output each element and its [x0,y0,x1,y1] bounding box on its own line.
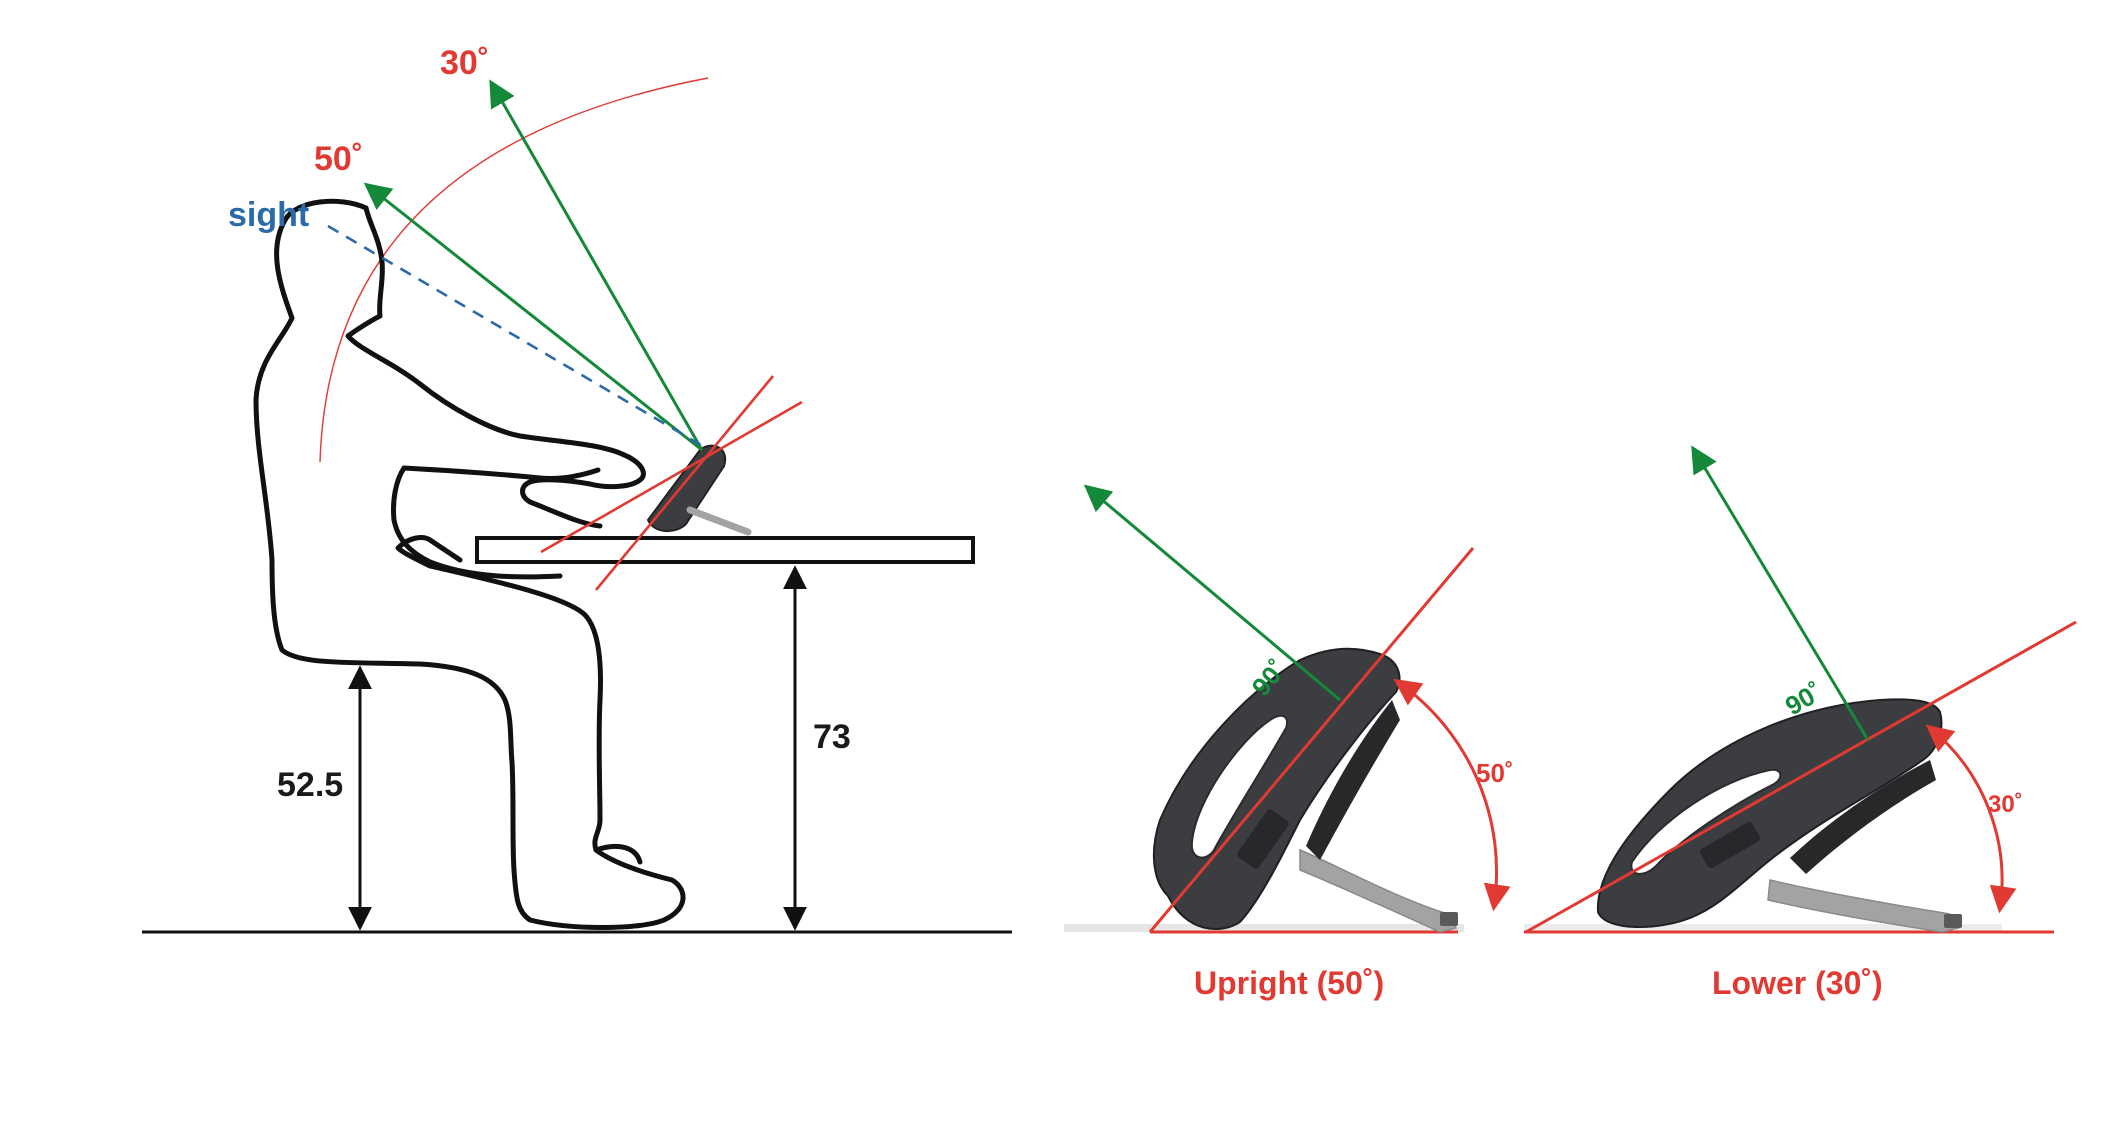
person-forearm [391,465,563,580]
lower-handset-slot [1630,768,1782,875]
seated-person-scene: 30˚ 50˚ sight 73 52.5 [142,44,1012,934]
normal-arrow-50 [363,182,703,452]
sight-line [327,224,707,450]
upright-ground-shadow [1064,924,1464,932]
upright-phone-body [1152,647,1401,930]
normal-arrow-30 [489,79,704,451]
desk-height-label: 73 [813,718,851,756]
upright-angle-arc [1393,678,1511,912]
lower-angle-arc [1925,724,2017,914]
lower-phone-stand [1767,879,1960,933]
upright-phone-stand [1299,848,1458,933]
lower-tilt-line [1525,620,2077,934]
angle-50-label: 50˚ [314,140,363,178]
person-head-back [345,205,646,529]
upright-caption: Upright (50˚) [1194,965,1384,1001]
viewing-arc [319,77,709,463]
phone-plane-30 [540,400,803,554]
upright-tilt-line [1148,547,1475,933]
lower-normal-arrow [1691,445,1870,741]
upright-side-panel [1306,700,1400,860]
upright-phone-scene: 90˚ 50˚ Upright (50˚) [1064,484,1514,1001]
sight-label: sight [228,196,309,234]
angle-30-label: 30˚ [440,44,489,82]
phone-plane-50 [594,375,775,591]
desk-phone-small [646,444,752,536]
upright-normal-arrow [1083,484,1341,702]
person-silhouette [253,198,686,930]
desk-top [475,536,975,564]
lower-ground-shadow [1524,924,2002,932]
seat-height-label: 52.5 [277,766,343,804]
person-upper-arm [401,465,601,481]
lower-side-panel [1790,760,1936,874]
lower-caption: Lower (30˚) [1712,965,1883,1001]
lower-phone-scene: 90˚ 30˚ Lower (30˚) [1524,445,2077,1001]
upright-handset-slot [1190,714,1288,859]
upright-tilt-label: 50˚ [1476,758,1514,788]
lower-tilt-label: 30˚ [1988,791,2023,818]
